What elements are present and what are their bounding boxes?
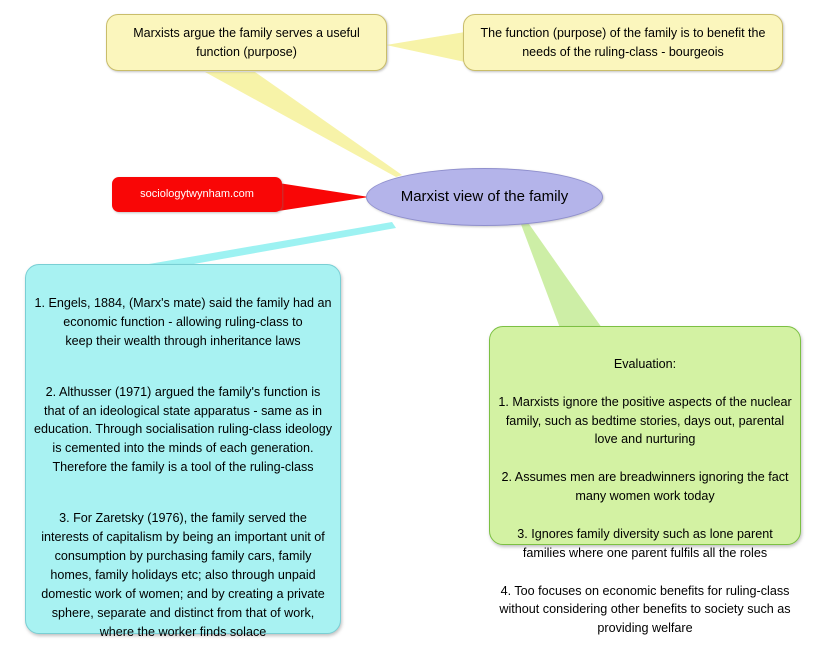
node-marxist-theories-list[interactable]: 1. Engels, 1884, (Marx's mate) said the … bbox=[25, 264, 341, 639]
evaluation-heading: Evaluation: bbox=[613, 356, 677, 371]
watermark-label: sociologytwynham.com bbox=[140, 188, 254, 201]
node-center-marxist-view-of-the-family[interactable]: Marxist view of the family bbox=[366, 168, 603, 226]
theories-body: 1. Engels, 1884, (Marx's mate) said the … bbox=[34, 275, 332, 654]
evaluation-point: 2. Assumes men are breadwinners ignoring… bbox=[501, 470, 789, 504]
evaluation-body: Evaluation: 1. Marxists ignore the posit… bbox=[498, 336, 792, 654]
evaluation-point: 3. Ignores family diversity such as lone… bbox=[517, 526, 773, 560]
node-label: Marxists argue the family serves a usefu… bbox=[133, 26, 360, 59]
theory-paragraph: 1. Engels, 1884, (Marx's mate) said the … bbox=[34, 295, 332, 348]
node-evaluation-list[interactable]: Evaluation: 1. Marxists ignore the posit… bbox=[489, 326, 801, 635]
evaluation-point: 1. Marxists ignore the positive aspects … bbox=[498, 394, 792, 447]
theory-paragraph: 3. For Zaretsky (1976), the family serve… bbox=[41, 511, 325, 639]
node-function-benefits-ruling-class[interactable]: The function (purpose) of the family is … bbox=[463, 14, 783, 71]
connector-center-to-top-left bbox=[205, 72, 402, 177]
theory-paragraph: 2. Althusser (1971) argued the family's … bbox=[34, 384, 332, 475]
node-watermark-sociologytwynham[interactable]: sociologytwynham.com bbox=[112, 177, 282, 212]
connector-center-to-theories bbox=[149, 222, 396, 272]
node-marxists-argue-useful-function[interactable]: Marxists argue the family serves a usefu… bbox=[106, 14, 387, 71]
connector-top-left-to-top-right bbox=[386, 32, 465, 62]
center-label: Marxist view of the family bbox=[400, 188, 569, 206]
node-label: The function (purpose) of the family is … bbox=[480, 26, 766, 59]
evaluation-point: 4. Too focuses on economic benefits for … bbox=[499, 583, 791, 636]
connector-watermark-to-center bbox=[272, 182, 369, 212]
connector-center-to-evaluation bbox=[519, 219, 602, 328]
